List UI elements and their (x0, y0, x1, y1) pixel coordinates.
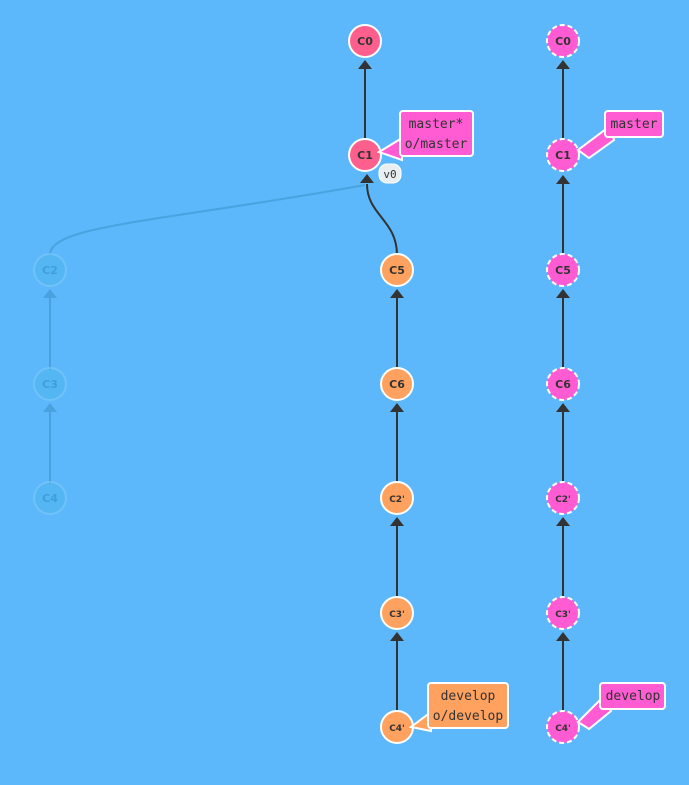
branch-master-local-line1: master* (409, 117, 464, 132)
branch-develop-remote-label: develop (606, 689, 661, 704)
ghost-commit-c2[interactable]: C2 (33, 253, 67, 287)
ghost-commit-c3[interactable]: C3 (33, 367, 67, 401)
ghost-commit-c3-label: C3 (42, 378, 58, 391)
ghost-commit-c4-label: C4 (42, 492, 58, 505)
arrow-c5-c1 (360, 174, 374, 183)
remote-commit-c5[interactable]: C5 (546, 253, 580, 287)
branch-develop-local-line2: o/develop (433, 709, 504, 724)
commit-c4-prime-label: C4' (389, 724, 405, 734)
arrow-c3p-c2p (390, 517, 404, 526)
commit-c1[interactable]: C1 (348, 138, 382, 172)
commit-c3-prime-label: C3' (389, 610, 405, 620)
ghost-branch (43, 184, 366, 484)
tag-v0-label: v0 (383, 168, 396, 181)
remote-commit-c3-prime[interactable]: C3' (546, 596, 580, 630)
remote-commit-c2-prime[interactable]: C2' (546, 481, 580, 515)
branch-develop-remote[interactable]: develop (576, 682, 666, 731)
remote-commit-c4-prime[interactable]: C4' (546, 710, 580, 744)
remote-commit-c6[interactable]: C6 (546, 367, 580, 401)
branch-develop-local[interactable]: develop o/develop (408, 682, 509, 733)
remote-commit-c2-prime-label: C2' (555, 495, 571, 505)
remote-commit-c1-label: C1 (555, 149, 571, 162)
commit-c5-label: C5 (389, 264, 405, 277)
edge-c5-c1 (366, 183, 398, 256)
commit-c1-label: C1 (357, 149, 373, 162)
ghost-edge-c2-c1 (49, 184, 366, 256)
commit-c6[interactable]: C6 (380, 367, 414, 401)
remote-commit-c5-label: C5 (555, 264, 571, 277)
ghost-commit-c4[interactable]: C4 (33, 481, 67, 515)
commit-c5[interactable]: C5 (380, 253, 414, 287)
remote-commit-c1[interactable]: C1 (546, 138, 580, 172)
commit-c0-label: C0 (357, 35, 373, 48)
arrow-c6-c5 (390, 289, 404, 298)
branch-master-remote[interactable]: master (576, 110, 664, 160)
arrow-c1-c0 (358, 60, 372, 69)
remote-commit-c4-prime-label: C4' (555, 724, 571, 734)
remote-commit-c3-prime-label: C3' (555, 610, 571, 620)
local-edges (358, 60, 404, 712)
branch-master-local-pointer (376, 136, 403, 162)
arrow-c2p-c6 (390, 403, 404, 412)
arrow-c4p-c3p (390, 632, 404, 641)
branch-master-local-line2: o/master (405, 137, 468, 152)
commit-c6-label: C6 (389, 378, 405, 391)
remote-commit-c6-label: C6 (555, 378, 571, 391)
commit-c4-prime[interactable]: C4' (380, 710, 414, 744)
commit-c2-prime[interactable]: C2' (380, 481, 414, 515)
remote-commit-c0[interactable]: C0 (546, 24, 580, 58)
ghost-commit-c2-label: C2 (42, 264, 58, 277)
commit-c3-prime[interactable]: C3' (380, 596, 414, 630)
ghost-arrow-c3-c2 (43, 289, 57, 298)
branch-develop-local-line1: develop (441, 689, 496, 704)
commit-c0[interactable]: C0 (348, 24, 382, 58)
branch-master-remote-label: master (611, 117, 658, 132)
branch-master-local[interactable]: master* o/master (376, 110, 474, 162)
ghost-arrow-c4-c3 (43, 403, 57, 412)
commit-c2-prime-label: C2' (389, 495, 405, 505)
remote-edges (556, 60, 570, 712)
tag-v0[interactable]: v0 (378, 163, 402, 184)
remote-commit-c0-label: C0 (555, 35, 571, 48)
